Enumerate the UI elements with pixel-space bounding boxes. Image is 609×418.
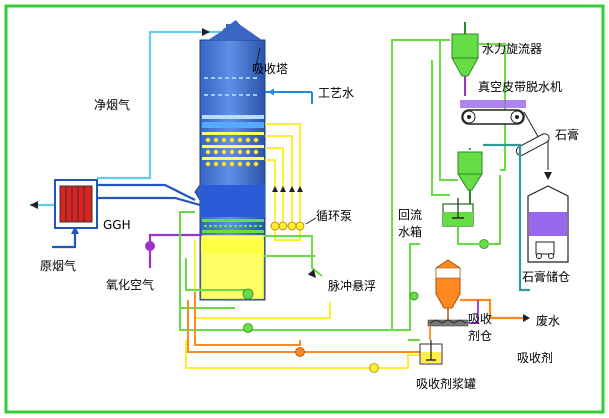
vacuum-belt-label: 真空皮带脱水机 [478, 80, 563, 94]
secondary-hydrocyclone [457, 151, 483, 204]
absorbent-label: 吸收剂 [517, 351, 554, 365]
hydrocyclone [451, 22, 479, 96]
circulation-pump-label: 循环泵 [316, 209, 353, 223]
flue-gas-outlet-arrow [30, 201, 38, 209]
absorber-tower-label: 吸收塔 [252, 62, 289, 76]
oxidation-air-valve-icon [145, 241, 155, 251]
orange-absorbent-line [187, 292, 420, 353]
waste-water-arrow [523, 314, 530, 322]
slurry-feed-line [185, 340, 420, 369]
circulation-pump-icons [270, 221, 305, 231]
hydrocyclone-label: 水力旋流器 [482, 42, 543, 56]
pulse-arrow [307, 269, 316, 278]
process-water-label: 工艺水 [318, 86, 355, 100]
teal-filtrate-line [468, 143, 530, 292]
absorbent-slurry-tank-label: 吸收剂浆罐 [416, 377, 477, 391]
absorbent-silo-label-1: 吸收 [468, 312, 493, 326]
raw-flue-gas-label: 原烟气 [40, 259, 77, 273]
return-pump-icon [243, 323, 253, 333]
slurry-pump-icon [369, 363, 379, 373]
bleed-pump-icon [242, 288, 254, 300]
pulse-suspension-line [264, 235, 323, 277]
absorbent-silo [427, 259, 479, 340]
absorbent-slurry-tank [419, 340, 443, 365]
clean-flue-gas-label: 净烟气 [94, 98, 131, 112]
absorbent-pump-icon [295, 347, 305, 357]
green-return-to-tower [392, 243, 420, 341]
reflux-tank-label-1: 回流 [398, 208, 423, 222]
diagram-border [4, 4, 605, 414]
vacuum-belt-filter [460, 100, 541, 141]
raw-gas-arrow [71, 226, 79, 234]
flue-gas-arrow [202, 28, 210, 36]
oxidation-air-label: 氧化空气 [106, 278, 155, 292]
absorbent-silo-label-2: 剂仓 [468, 329, 493, 343]
green-slurry-lines [179, 39, 450, 331]
gypsum-silo-label: 石膏储仓 [522, 270, 571, 284]
reflux-pump-icon [409, 291, 419, 301]
water-arrow [268, 88, 274, 96]
raw-flue-gas-line [52, 183, 201, 249]
gypsum-conveyor [515, 133, 552, 180]
green-pipes-right [431, 40, 506, 196]
ggh-heat-exchanger [54, 179, 98, 229]
absorber-tower [194, 20, 266, 301]
ggh-label: GGH [103, 218, 131, 232]
reflux-water-tank [442, 175, 501, 249]
pulse-suspension-label: 脉冲悬浮 [328, 279, 377, 293]
pump-leader-line [305, 217, 317, 225]
waste-water-line [460, 298, 528, 320]
waste-water-label: 废水 [536, 314, 561, 328]
gypsum-silo [527, 185, 569, 263]
tower-leader-line [254, 47, 261, 71]
gypsum-label: 石膏 [555, 128, 580, 142]
oxidation-air-line [148, 233, 202, 268]
reflux-tank-label-2: 水箱 [398, 225, 423, 239]
